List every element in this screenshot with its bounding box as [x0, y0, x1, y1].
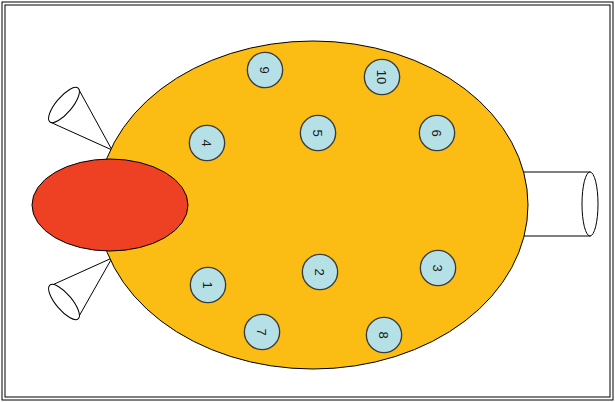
sensor-circle: 5: [299, 114, 337, 152]
callout-number: 2: [301, 253, 339, 291]
sensor-circle: 7: [243, 313, 281, 351]
sensor-circle: 2: [301, 253, 339, 291]
sensor-circle: 4: [188, 124, 226, 162]
sensor-circle: 8: [365, 316, 403, 354]
callout-number: 8: [365, 316, 403, 354]
callout-number: 7: [243, 313, 281, 351]
sensor-circle: 10: [363, 58, 401, 96]
callout-number: 1: [189, 266, 227, 304]
callout-number: 5: [299, 114, 337, 152]
inner-frame: [5, 5, 610, 397]
sensor-circle: 9: [246, 51, 284, 89]
callout-number: 9: [246, 51, 284, 89]
upper-cone: [44, 83, 112, 150]
callout-number: 10: [363, 58, 401, 96]
callout-number: 3: [419, 249, 457, 287]
sensor-circle: 1: [189, 266, 227, 304]
lower-cone: [44, 258, 112, 324]
callout-number: 6: [418, 114, 456, 152]
head-ellipse: [32, 159, 188, 251]
callout-number: 4: [188, 124, 226, 162]
sensor-circle: 3: [419, 249, 457, 287]
sensor-circle: 6: [418, 114, 456, 152]
rear-cylinder: [520, 172, 598, 236]
